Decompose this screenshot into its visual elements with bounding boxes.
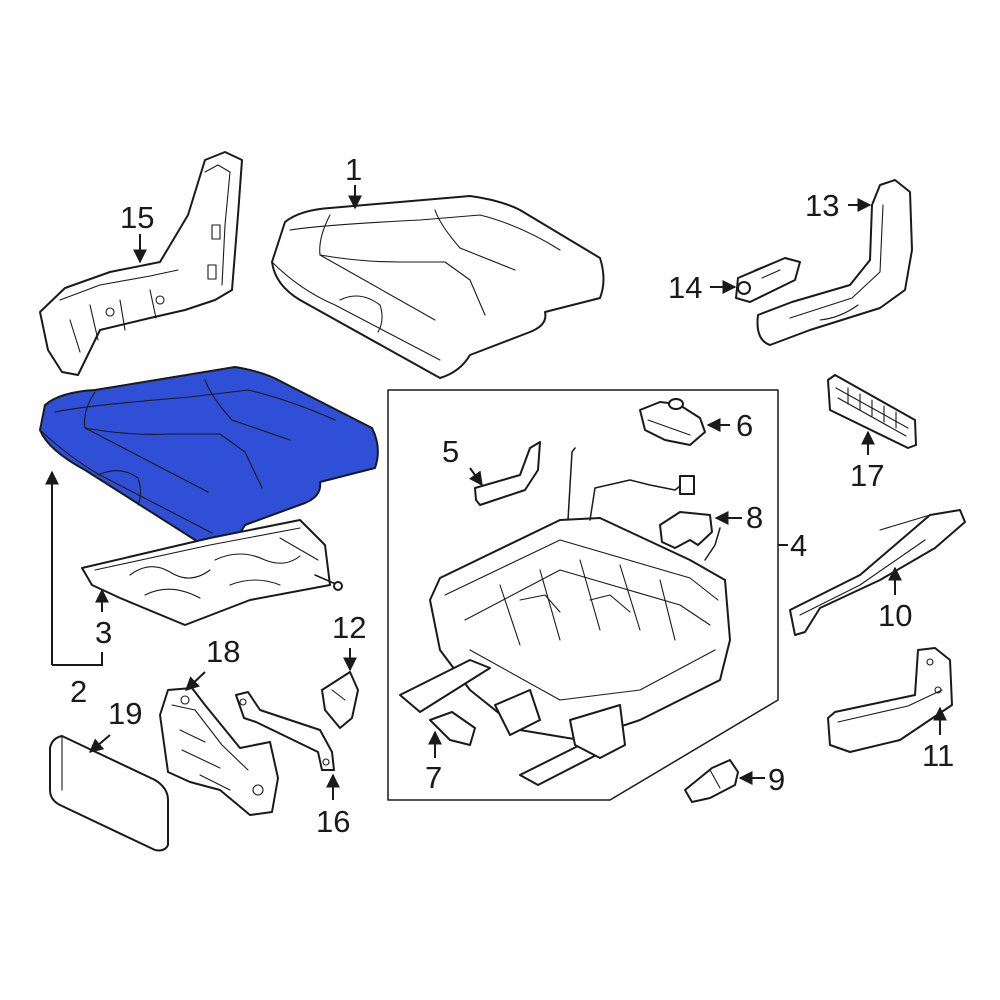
- part-14-switch[interactable]: [735, 257, 801, 303]
- callout-11: 11: [922, 738, 954, 773]
- part-5-bracket[interactable]: [474, 441, 541, 506]
- callout-1: 1: [345, 152, 362, 187]
- part-19-cover-block[interactable]: [49, 735, 169, 852]
- part-9-clip[interactable]: [684, 759, 739, 803]
- callout-17: 17: [850, 458, 884, 493]
- part-11-lower-trim[interactable]: [827, 647, 953, 753]
- callout-2: 2: [70, 674, 87, 709]
- part-8-cover[interactable]: [659, 511, 713, 549]
- part-16-brace[interactable]: [235, 691, 335, 771]
- leader-lines: [45, 185, 947, 800]
- callout-13: 13: [805, 188, 839, 223]
- callout-14: 14: [668, 270, 702, 305]
- callout-9: 9: [768, 762, 785, 797]
- part-10-track-cover[interactable]: [789, 509, 966, 636]
- part-17-trim-panel[interactable]: [827, 374, 917, 449]
- callout-labels: 1 2 3 4 5 6 7 8 9 10 11 12 13 14 15 16 1…: [70, 152, 954, 839]
- callout-8: 8: [746, 500, 763, 535]
- callout-16: 16: [316, 804, 350, 839]
- callout-15: 15: [120, 200, 154, 235]
- part-15-side-panel[interactable]: [39, 151, 243, 376]
- part-13-side-cover[interactable]: [756, 179, 913, 346]
- part-18-recliner[interactable]: [159, 687, 279, 816]
- part-4-frame-group[interactable]: [387, 389, 779, 801]
- callout-12: 12: [332, 610, 366, 645]
- callout-7: 7: [425, 760, 442, 795]
- callout-3: 3: [95, 615, 112, 650]
- callout-6: 6: [736, 408, 753, 443]
- callout-18: 18: [206, 634, 240, 669]
- callout-5: 5: [442, 434, 459, 469]
- part-6-motor[interactable]: [639, 398, 706, 446]
- part-2-seat-cushion-highlighted[interactable]: [39, 366, 379, 553]
- part-7-cover[interactable]: [429, 711, 476, 746]
- callout-4: 4: [790, 528, 807, 563]
- callout-10: 10: [878, 598, 912, 633]
- part-1-cushion-cover[interactable]: [271, 195, 605, 379]
- callout-19: 19: [108, 696, 142, 731]
- part-12-bracket[interactable]: [321, 671, 359, 729]
- highlight-fill: [39, 366, 379, 553]
- group-box: [387, 389, 779, 801]
